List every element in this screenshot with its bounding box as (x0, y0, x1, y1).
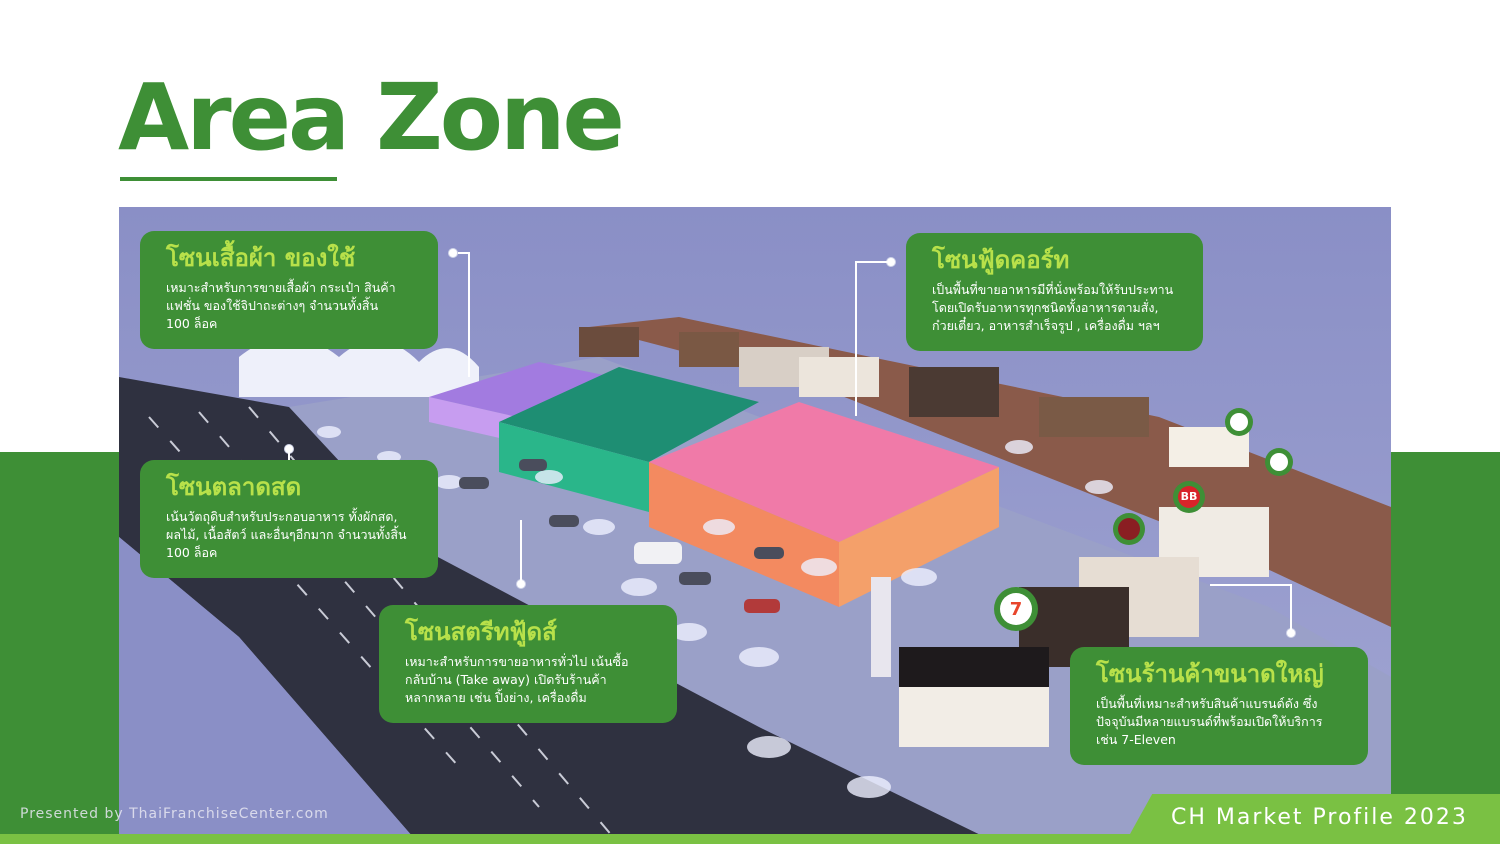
zone3-connector (288, 452, 290, 462)
zone-card-fresh-market: โซนตลาดสด เน้นวัตถุดิบสำหรับประกอบอาหาร … (140, 460, 438, 578)
page-title: Area Zone (118, 64, 625, 171)
seven-eleven-pin-label: 7 (1009, 599, 1023, 620)
zone-text-fresh-market: เน้นวัตถุดิบสำหรับประกอบอาหาร ทั้งผักสด,… (166, 509, 407, 560)
zone5-connector (1210, 584, 1292, 586)
zone-card-food-court: โซนฟู้ดคอร์ท เป็นพื้นที่ขายอาหารมีที่นั่… (906, 233, 1203, 351)
bottom-lime-strip (0, 834, 1500, 844)
zone-title-large-store: โซนร้านค้าขนาดใหญ่ (1096, 660, 1324, 688)
zone2-connector (856, 261, 888, 263)
zone-text-large-store: เป็นพื้นที่เหมาะสำหรับสินค้าแบรนด์ดัง ซึ… (1096, 696, 1323, 747)
zone4-connector (520, 520, 522, 582)
zone-card-clothing: โซนเสื้อผ้า ของใช้ เหมาะสำหรับการขายเสื้… (140, 231, 438, 349)
zone-title-food-court: โซนฟู้ดคอร์ท (932, 246, 1070, 274)
zone-title-clothing: โซนเสื้อผ้า ของใช้ (166, 244, 356, 272)
zone-title-street-food: โซนสตรีทฟู้ดส์ (405, 618, 557, 646)
zone-text-food-court: เป็นพื้นที่ขายอาหารมีที่นั่งพร้อมให้รับป… (932, 282, 1174, 333)
zone1-connector-v (468, 252, 470, 377)
title-underline (120, 177, 337, 181)
zone5-connector-v (1290, 584, 1292, 630)
zone1-connector (458, 252, 470, 254)
presented-by-text: Presented by ThaiFranchiseCenter.com (20, 806, 329, 822)
bb-store-pin-label: BB (1180, 490, 1198, 503)
market-profile-label: CH Market Profile 2023 (1171, 805, 1468, 830)
zone-text-street-food: เหมาะสำหรับการขายอาหารทั่วไป เน้นซื้อ กล… (405, 654, 629, 705)
zone-text-clothing: เหมาะสำหรับการขายเสื้อผ้า กระเป๋า สินค้า… (166, 280, 396, 331)
zone-card-large-store: โซนร้านค้าขนาดใหญ่ เป็นพื้นที่เหมาะสำหรั… (1070, 647, 1368, 765)
zone2-connector-v (855, 261, 857, 416)
footer-lime-tab (1130, 794, 1500, 834)
zone-card-street-food: โซนสตรีทฟู้ดส์ เหมาะสำหรับการขายอาหารทั่… (379, 605, 677, 723)
zone-title-fresh-market: โซนตลาดสด (166, 473, 302, 501)
zone1-marker-dot (448, 248, 458, 258)
